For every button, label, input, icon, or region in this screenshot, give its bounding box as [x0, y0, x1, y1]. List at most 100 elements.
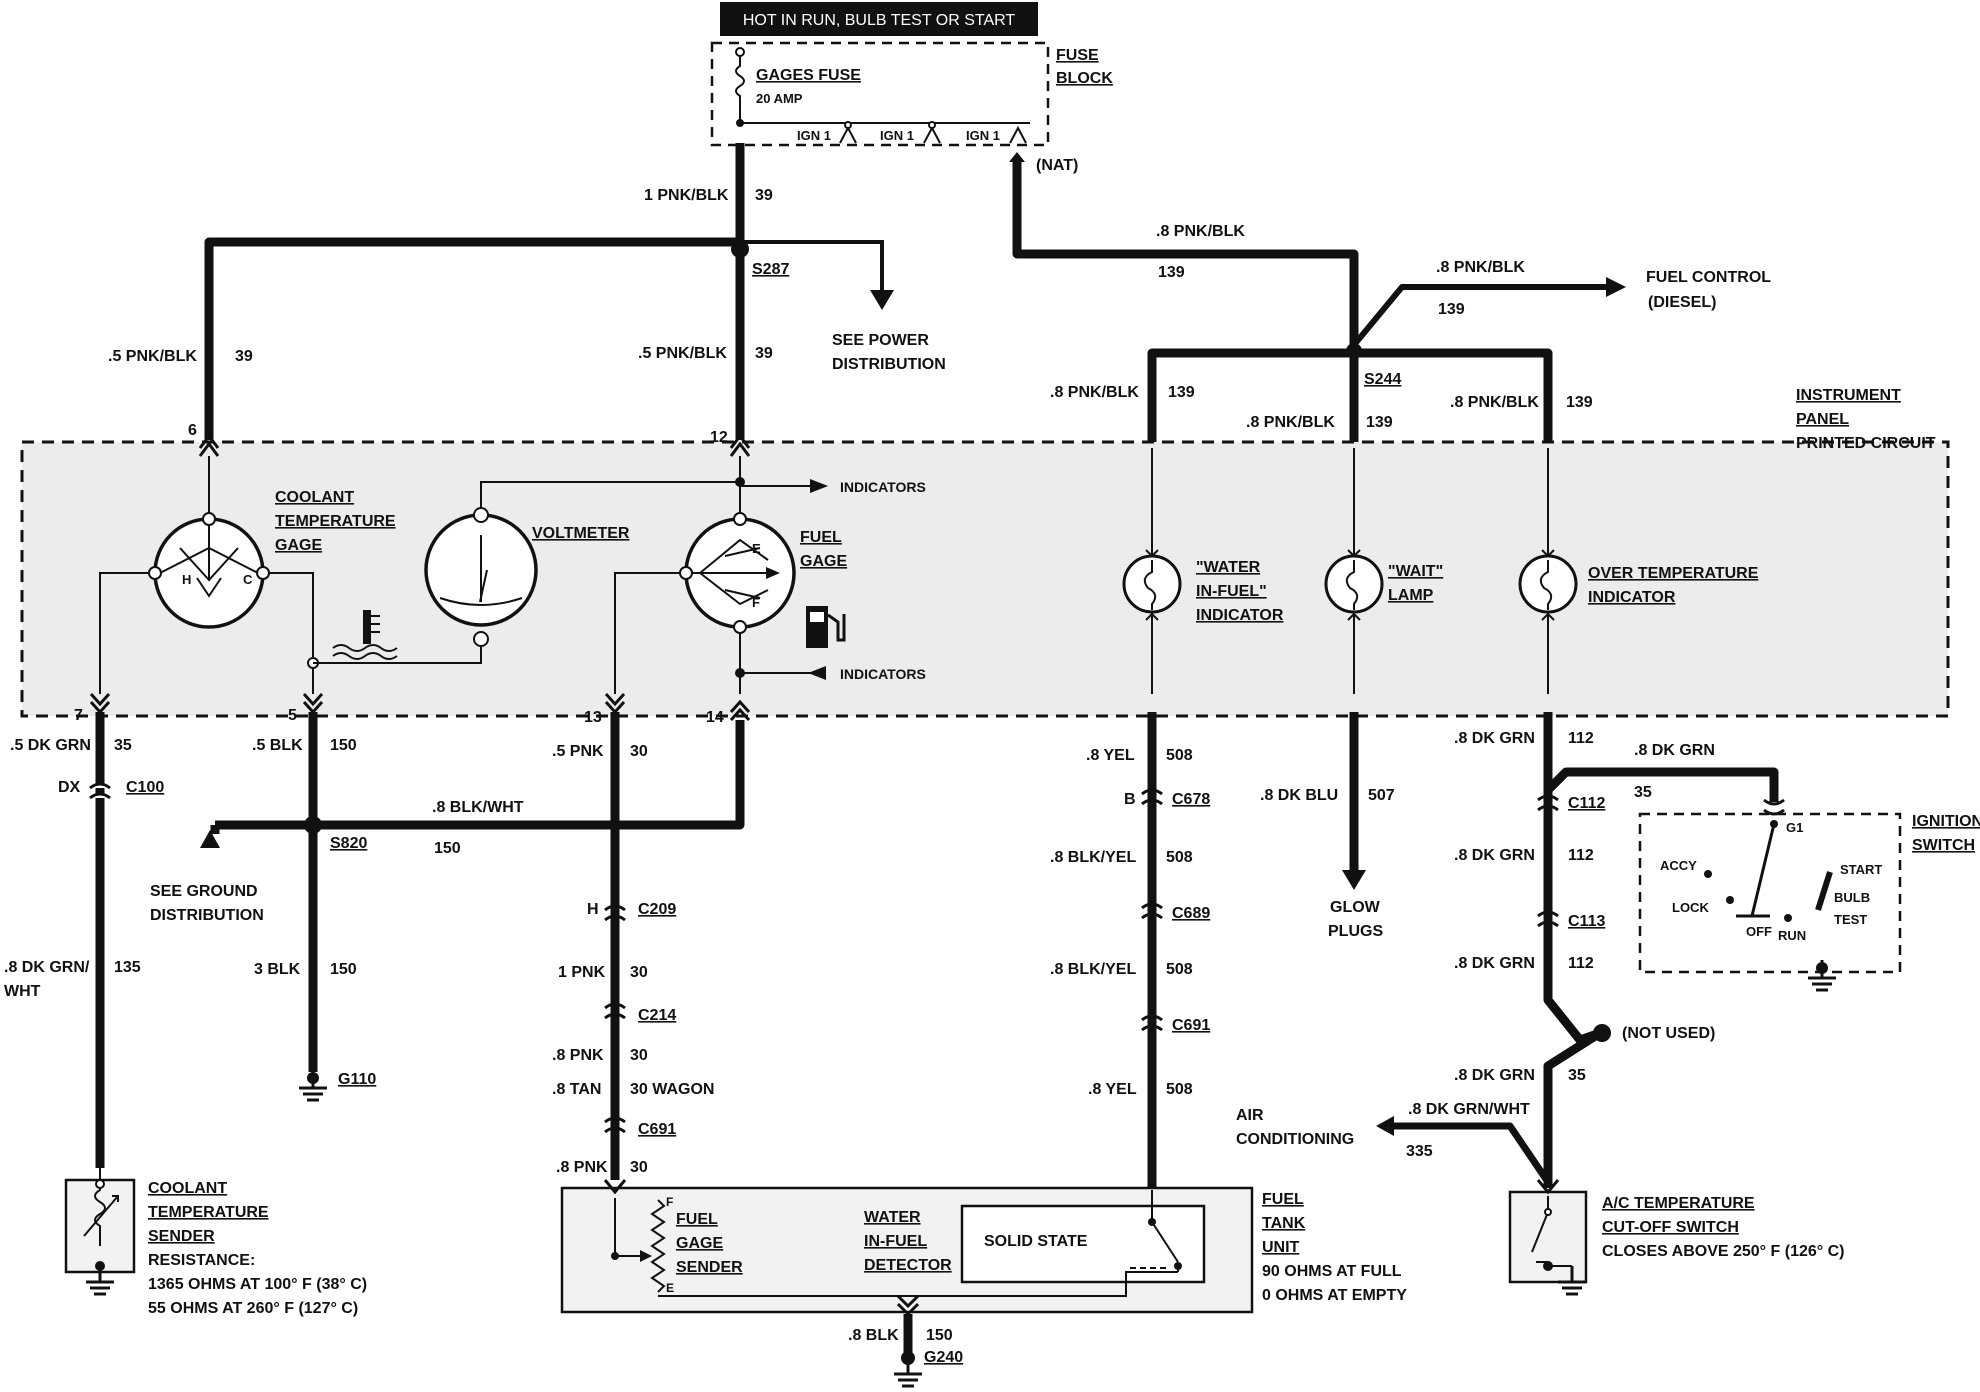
ign-switch-arm [1736, 823, 1776, 918]
ac-circuit: 335 [1406, 1143, 1433, 1160]
splice-s244-dot [1346, 343, 1362, 359]
fuel-control-circuit: 139 [1438, 301, 1465, 318]
wif-label-2: IN-FUEL" [1196, 583, 1267, 600]
wif-conn-1: C678 [1172, 791, 1210, 808]
wait-lamp-arrows [1347, 549, 1361, 621]
ac-switch-conn [1536, 1179, 1560, 1195]
ign-bulb: BULB [1834, 890, 1870, 905]
wait-feed-circuit: 139 [1366, 414, 1393, 431]
main-feed-circuit: 39 [755, 187, 773, 204]
panel-label-2: PANEL [1796, 411, 1849, 428]
ground-wire-2: .8 BLK/WHT [432, 799, 524, 816]
ot-conn-2: C113 [1568, 913, 1605, 930]
wire-139-main [1012, 158, 1359, 353]
branch-left-circuit: 39 [235, 348, 253, 365]
coolant-wire-2b: WHT [4, 983, 41, 1000]
wif-detector-1: WATER [864, 1209, 921, 1226]
tank-label-2: TANK [1262, 1215, 1306, 1232]
ign-accy-term [1704, 870, 1712, 878]
see-ground-2: DISTRIBUTION [150, 907, 264, 924]
fuel-pin-h: H [587, 901, 599, 918]
wait-label-2: LAMP [1388, 587, 1434, 604]
fuel-circuit-1: 30 [630, 743, 648, 760]
fuse-symbol [735, 52, 745, 100]
ac-switch-2: CUT-OFF SWITCH [1602, 1219, 1739, 1236]
ot-feed-wire: .8 PNK/BLK [1450, 394, 1539, 411]
instrument-panel [20, 440, 1950, 718]
ac-wire: .8 DK GRN/WHT [1408, 1101, 1530, 1118]
fuel-sender-1: FUEL [676, 1211, 718, 1228]
fuel-gage-top-term [733, 512, 747, 526]
wif-feed-circuit: 139 [1168, 384, 1195, 401]
ign-lock: LOCK [1672, 900, 1709, 915]
wire-ac-335 [1394, 1122, 1551, 1184]
coolant-sender-6: 55 OHMS AT 260° F (127° C) [148, 1300, 358, 1317]
glow-label-1: GLOW [1330, 899, 1381, 916]
ac-label-2: CONDITIONING [1236, 1131, 1354, 1148]
fuel-wire-2: 1 PNK [558, 964, 606, 981]
fuel-circuit-3: 30 [630, 1047, 648, 1064]
ign-label-2: SWITCH [1912, 837, 1975, 854]
wif-wire-2: .8 BLK/YEL [1050, 849, 1136, 866]
wif-wire-1: .8 YEL [1086, 747, 1135, 764]
fuel-conn-3: C691 [638, 1121, 676, 1138]
ign1-a: IGN 1 [797, 128, 831, 143]
pin-13: 13 [584, 709, 602, 726]
conn-c691-wif [1141, 1014, 1163, 1032]
coolant-gage-right-term [256, 566, 270, 580]
wif-feed-wire: .8 PNK/BLK [1050, 384, 1139, 401]
voltmeter-label: VOLTMETER [532, 525, 630, 542]
coolant-gage-c: C [243, 572, 253, 587]
splice-s244-label: S244 [1364, 371, 1401, 388]
wait-label-1: "WAIT" [1388, 563, 1443, 580]
ign-start-contact [1815, 871, 1833, 911]
fuse-block-label-1: FUSE [1056, 47, 1099, 64]
coolant-wire-2: .8 DK GRN/ [4, 959, 90, 976]
fuel-control-wire: .8 PNK/BLK [1436, 259, 1525, 276]
wait-lamp-filament [1345, 560, 1359, 610]
ign-test: TEST [1834, 912, 1867, 927]
conn-c691-fuel [604, 1116, 626, 1134]
fuel-control-label-2: (DIESEL) [1648, 294, 1716, 311]
ot-branch-circuit: 35 [1634, 784, 1652, 801]
panel-label-3: PRINTED CIRCUIT [1796, 435, 1936, 452]
feed-139-circuit: 139 [1158, 264, 1185, 281]
fuel-sender-f: F [666, 1195, 673, 1209]
coolant-sender-term [95, 1179, 105, 1189]
ign-accy: ACCY [1660, 858, 1697, 873]
ot-conn-1: C112 [1568, 795, 1605, 812]
wif-wire-4: .8 YEL [1088, 1081, 1137, 1098]
ot-circuit-1: 112 [1568, 730, 1594, 747]
solid-state-switch [658, 1190, 1179, 1297]
ot-lamp-arrows [1541, 549, 1555, 621]
wif-wire-3: .8 BLK/YEL [1050, 961, 1136, 978]
indicators-top-arrow [810, 479, 828, 493]
fuse-top-dot [735, 47, 745, 57]
ign-ground-dot [1816, 962, 1828, 974]
not-used-dot [1593, 1024, 1611, 1042]
solid-state-label: SOLID STATE [984, 1233, 1088, 1250]
conn-pin-6 [198, 433, 220, 457]
ot-wire-1: .8 DK GRN [1454, 730, 1535, 747]
g240-dot [901, 1351, 915, 1365]
conn-c209 [604, 904, 626, 922]
wif-circuit-4: 508 [1166, 1081, 1193, 1098]
temperature-symbol-icon [332, 610, 398, 660]
wif-conn-2: C689 [1172, 905, 1210, 922]
ot-circuit-2: 112 [1568, 847, 1594, 864]
conn-c678 [1141, 788, 1163, 806]
splice-s820-dot [304, 816, 322, 834]
ign-lock-term [1726, 896, 1734, 904]
coolant-circuit-1: 35 [114, 737, 132, 754]
fuel-conn-2: C214 [638, 1007, 676, 1024]
fuel-gage-label-1: FUEL [800, 529, 842, 546]
ign-off: OFF [1746, 924, 1772, 939]
see-ground-1: SEE GROUND [150, 883, 258, 900]
fuel-gage-junction-top [735, 477, 745, 487]
conn-c100 [89, 782, 111, 800]
ot-wire-3: .8 DK GRN [1454, 955, 1535, 972]
wif-conn-3: C691 [1172, 1017, 1210, 1034]
indicators-bottom-arrow [808, 666, 826, 680]
fuel-gage-f: F [752, 595, 760, 610]
